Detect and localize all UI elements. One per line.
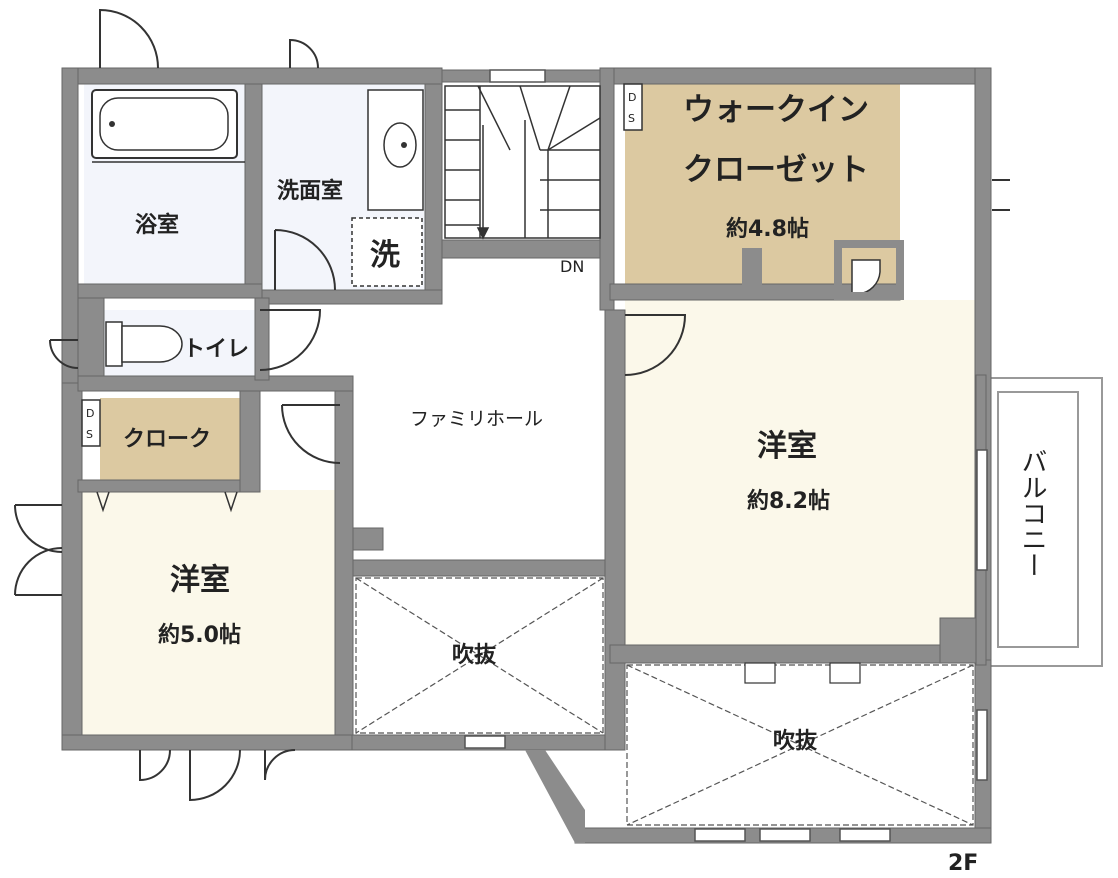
bathtub — [91, 89, 245, 163]
toilet-fixture — [105, 321, 183, 367]
sink — [367, 89, 424, 211]
balcony-label: バルコニー — [1017, 448, 1047, 578]
doors — [14, 8, 1010, 802]
walkin-label-line1: ウォークイン — [683, 92, 869, 128]
corner-wall — [525, 750, 585, 843]
cloak-label: クローク — [123, 427, 211, 452]
bedroom-small-size-label: 約5.0帖 — [158, 622, 241, 648]
void-center-label: 吹抜 — [452, 642, 497, 668]
bedroom-large-label: 洋室 — [757, 429, 817, 464]
washer-label: 洗 — [370, 238, 400, 273]
windows — [464, 69, 988, 842]
closet-post — [742, 248, 762, 288]
stair — [444, 85, 601, 240]
floor-label: 2F — [948, 851, 978, 876]
walkin-label-line2: クローゼット — [683, 152, 869, 188]
walkin-size-label: 約4.8帖 — [726, 216, 809, 242]
bedroom-large-floor — [625, 300, 975, 645]
void-center-cross — [355, 577, 604, 734]
bedroom-large-size-label: 約8.2帖 — [747, 488, 830, 514]
walkin-closet-floor — [625, 84, 900, 284]
balcony-floor — [997, 391, 1079, 648]
washroom-label: 洗面室 — [277, 178, 343, 204]
ds-box-2 — [81, 399, 101, 447]
bath-label: 浴室 — [135, 212, 179, 238]
toilet-label: トイレ — [183, 337, 249, 362]
cloak-floor — [100, 398, 240, 480]
void-right-cross — [626, 664, 974, 826]
hall-label: ファミリホール — [410, 408, 543, 430]
cloak-doors — [96, 491, 238, 513]
ds-box-1 — [623, 83, 643, 131]
bedroom-small-label: 洋室 — [170, 563, 230, 598]
closet-niche-wall — [834, 240, 904, 300]
bedroom-large-openings — [744, 662, 861, 684]
washer-space — [351, 217, 423, 287]
void-right-label: 吹抜 — [773, 728, 818, 754]
stair-dn-label: DN — [560, 257, 584, 276]
bedroom-small-floor — [82, 490, 337, 735]
